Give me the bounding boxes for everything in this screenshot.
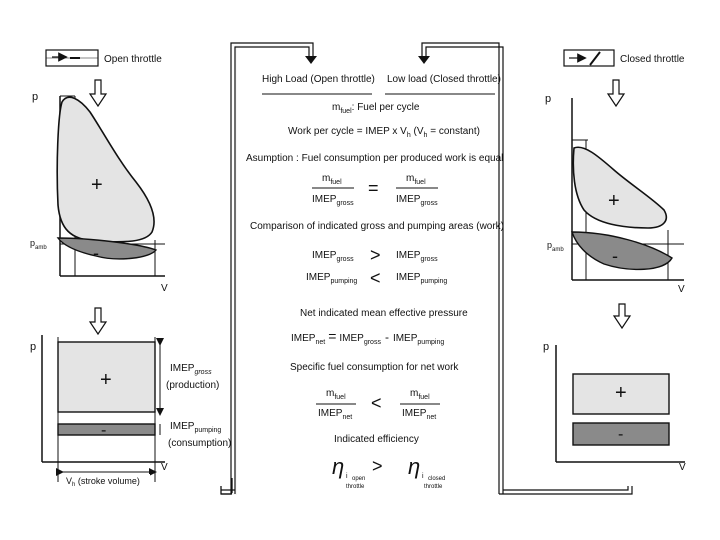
assumption-text: Asumption : Fuel consumption per produce… — [246, 153, 503, 164]
frac-left-num: mfuel — [322, 173, 342, 186]
left-lower-v-label: V — [161, 462, 168, 473]
left-pumping-bar — [57, 423, 156, 436]
left-open-throttle-legend: Open throttle — [45, 49, 162, 67]
left-imep-pumping-label: IMEPpumping — [170, 421, 221, 434]
right-lower-v-label: V — [679, 462, 686, 473]
sfc-title: Specific fuel consumption for net work — [290, 362, 459, 373]
left-consumption-label: (consumption) — [168, 438, 231, 449]
high-load-heading: High Load (Open throttle) — [262, 74, 375, 85]
mfuel-definition: mfuel: Fuel per cycle — [332, 102, 420, 115]
left-down-arrow-2 — [88, 307, 108, 336]
right-closed-throttle-legend: Closed throttle — [563, 49, 685, 67]
right-pumping-minus: - — [618, 426, 623, 443]
comparison-text: Comparison of indicated gross and pumpin… — [250, 221, 504, 232]
left-stroke-label-bg — [60, 474, 150, 488]
imep-gross-left: IMEPgross — [312, 250, 354, 263]
left-pumping-loop — [56, 237, 158, 260]
right-plus-sign: + — [608, 190, 620, 212]
eta-closed-line2: throttle — [424, 484, 443, 490]
left-minus-sign: - — [93, 243, 99, 263]
efficiency-title: Indicated efficiency — [334, 434, 419, 445]
left-v-axis-label: V — [161, 283, 168, 294]
sfc-right-den: IMEPnet — [402, 408, 436, 421]
left-p-axis-label: p — [32, 91, 38, 103]
left-down-arrow-1 — [88, 79, 108, 108]
frac-left-den: IMEPgross — [312, 194, 354, 207]
eta-open: η — [332, 454, 344, 479]
left-stroke-volume-label: Vh (stroke volume) — [66, 476, 140, 488]
left-gross-bar — [57, 341, 156, 413]
open-throttle-label: Open throttle — [104, 54, 162, 65]
left-gross-plus: + — [100, 369, 112, 391]
eta-closed-line1: closed — [428, 476, 445, 482]
left-pumping-minus: - — [101, 422, 106, 439]
eta-open-sub: i — [346, 473, 348, 480]
eta-open-line2: throttle — [346, 484, 365, 490]
frac-right-num: mfuel — [406, 173, 426, 186]
eta-closed: η — [408, 454, 420, 479]
eta-closed-sub: i — [422, 473, 424, 480]
sfc-less-than: < — [371, 393, 382, 413]
right-down-arrow-1 — [606, 79, 626, 108]
left-connector — [230, 42, 314, 494]
right-pamb-label: pamb — [547, 240, 564, 253]
imep-pumping-left: IMEPpumping — [306, 272, 357, 285]
frac-right-den: IMEPgross — [396, 194, 438, 207]
right-pumping-bar — [572, 422, 670, 446]
left-pamb-label: pamb — [30, 238, 47, 251]
net-imep-title: Net indicated mean effective pressure — [300, 308, 468, 319]
left-imep-gross-label: IMEPgross — [170, 363, 212, 376]
efficiency-greater-than: > — [372, 456, 383, 476]
right-minus-sign: - — [612, 246, 618, 266]
closed-throttle-label: Closed throttle — [620, 54, 685, 65]
right-lower-p-label: p — [543, 341, 549, 353]
less-than-sign: < — [370, 268, 381, 288]
right-positive-loop — [572, 146, 668, 229]
sfc-left-num: mfuel — [326, 388, 346, 401]
right-connector — [421, 42, 500, 494]
left-positive-loop — [56, 96, 155, 243]
left-connector-line — [220, 45, 311, 495]
imep-gross-right: IMEPgross — [396, 250, 438, 263]
low-load-heading: Low load (Closed throttle) — [387, 74, 501, 85]
right-v-axis-label: V — [678, 284, 685, 295]
right-down-arrow-2 — [612, 303, 632, 330]
equals-sign: = — [368, 178, 379, 198]
right-gross-plus: + — [615, 382, 627, 404]
sfc-left-den: IMEPnet — [318, 408, 352, 421]
right-gross-bar — [572, 373, 670, 415]
left-lower-p-label: p — [30, 341, 36, 353]
left-stroke-dimension — [56, 462, 157, 482]
left-production-label: (production) — [166, 380, 219, 391]
right-pumping-loop — [571, 231, 673, 271]
eta-open-line1: open — [352, 476, 365, 482]
sfc-right-num: mfuel — [410, 388, 430, 401]
right-p-axis-label: p — [545, 93, 551, 105]
net-imep-equation: IMEPnet=IMEPgross-IMEPpumping — [291, 328, 444, 346]
imep-pumping-right: IMEPpumping — [396, 272, 447, 285]
work-per-cycle: Work per cycle = IMEP x Vh (Vh = constan… — [288, 126, 480, 139]
left-plus-sign: + — [91, 174, 103, 196]
greater-than-sign: > — [370, 245, 381, 265]
right-bar-axes — [555, 345, 685, 463]
